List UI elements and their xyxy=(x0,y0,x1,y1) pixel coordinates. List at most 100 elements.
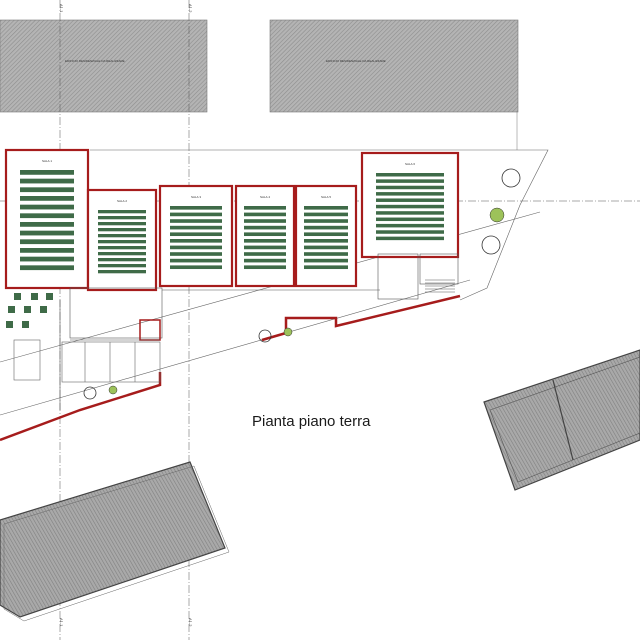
hall-label: SALA 1 xyxy=(42,159,52,163)
seat-row xyxy=(376,217,444,222)
parking-canopy-right xyxy=(483,349,640,491)
tree-icon xyxy=(501,168,521,188)
seat-row xyxy=(170,245,222,250)
seat-row xyxy=(304,206,348,210)
seat-row xyxy=(20,196,74,201)
seat-row xyxy=(98,240,146,244)
seat-row xyxy=(98,270,146,274)
seat-row xyxy=(170,258,222,263)
seat-row xyxy=(244,239,286,243)
seat-row xyxy=(98,252,146,256)
seat-row xyxy=(20,230,74,236)
entrance-foyer xyxy=(13,339,161,383)
seat-row xyxy=(244,219,286,223)
seat-row xyxy=(304,239,348,243)
seat-row xyxy=(376,223,444,228)
hall-6: SALA 6 xyxy=(360,151,460,259)
seat-row xyxy=(98,210,146,214)
building-left-label: EDIFICIO RESIDENZIALE DA REALIZZARE xyxy=(65,59,125,63)
building-right-label: EDIFICIO RESIDENZIALE DA REALIZZARE xyxy=(326,59,386,63)
seat-row xyxy=(376,185,444,190)
seat-row xyxy=(20,204,74,210)
seat-row xyxy=(98,222,146,226)
hall-3: SALA 3 xyxy=(158,184,234,288)
seat-row xyxy=(244,245,286,250)
seat-row xyxy=(20,213,74,219)
hall-5: SALA 5 xyxy=(294,184,358,288)
seat-row xyxy=(244,258,286,263)
seat-row xyxy=(20,239,74,245)
seat-row xyxy=(376,211,444,215)
cinema-halls: SALA 1 SALA 2 SALA 3 SALA 4 SALA 5 SALA 6 xyxy=(4,148,460,292)
tree-icon xyxy=(489,207,505,223)
hall-label: SALA 4 xyxy=(260,195,270,199)
hall-label: SALA 3 xyxy=(191,195,201,199)
seat-row xyxy=(304,258,348,263)
seat-row xyxy=(98,216,146,220)
seat-row xyxy=(304,219,348,223)
seat-row xyxy=(244,212,286,217)
seat-row xyxy=(304,225,348,230)
hall-label: SALA 6 xyxy=(405,162,415,166)
seat-row xyxy=(98,246,146,250)
residential-building-left: EDIFICIO RESIDENZIALE DA REALIZZARE xyxy=(0,19,208,113)
seat-row xyxy=(304,232,348,237)
perimeter-wall xyxy=(0,294,461,442)
service-area xyxy=(59,253,459,410)
seat-row xyxy=(98,264,146,268)
axis-label-a1: A1-1 xyxy=(59,4,64,13)
seat-row xyxy=(304,265,348,270)
seat-row xyxy=(170,232,222,237)
seat-row xyxy=(20,178,74,184)
seat-row xyxy=(20,256,74,262)
seat-row xyxy=(20,187,74,193)
seat-row xyxy=(170,206,222,210)
hall-1: SALA 1 xyxy=(4,148,90,290)
residential-building-right: EDIFICIO RESIDENZIALE DA REALIZZARE xyxy=(269,19,519,113)
seat-row xyxy=(98,234,146,238)
cafe-tables xyxy=(6,293,53,328)
seat-row xyxy=(244,206,286,210)
seat-row xyxy=(376,179,444,183)
seat-row xyxy=(304,252,348,256)
seat-row xyxy=(170,252,222,256)
seat-row xyxy=(20,265,74,271)
tree-icon xyxy=(283,327,293,337)
axis-label-a2-bottom: A1-2 xyxy=(188,618,193,627)
seat-row xyxy=(376,198,444,202)
seat-row xyxy=(244,232,286,237)
seat-row xyxy=(244,225,286,230)
parking-canopy-bottom xyxy=(0,461,230,622)
seat-row xyxy=(170,219,222,223)
seat-row xyxy=(376,230,444,234)
seat-row xyxy=(98,228,146,232)
tree-icon xyxy=(83,386,97,400)
seat-row xyxy=(20,170,74,175)
axis-label-a2: A1-2 xyxy=(188,4,193,13)
seat-row xyxy=(244,252,286,256)
seat-row xyxy=(376,204,444,209)
seat-row xyxy=(376,192,444,196)
trees xyxy=(83,168,521,400)
plan-title: Pianta piano terra xyxy=(252,413,371,430)
tree-icon xyxy=(258,329,272,343)
seat-row xyxy=(170,212,222,217)
seat-row xyxy=(170,265,222,270)
seat-row xyxy=(20,248,74,253)
seat-row xyxy=(376,236,444,241)
seat-row xyxy=(170,225,222,230)
hall-4: SALA 4 xyxy=(234,184,296,288)
seat-row xyxy=(304,245,348,250)
hall-label: SALA 5 xyxy=(321,195,331,199)
hall-2: SALA 2 xyxy=(86,188,158,292)
tree-icon xyxy=(481,235,501,255)
seat-row xyxy=(170,239,222,243)
staircase xyxy=(425,279,455,293)
hall-label: SALA 2 xyxy=(117,199,127,203)
tree-icon xyxy=(108,385,118,395)
seat-row xyxy=(376,173,444,177)
seat-row xyxy=(20,222,74,227)
seat-row xyxy=(98,258,146,262)
seat-row xyxy=(304,212,348,217)
